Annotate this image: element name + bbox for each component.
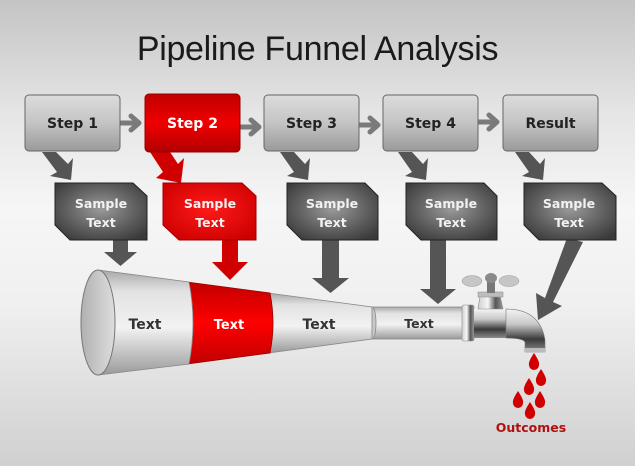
funnel-segment-4-label: Text <box>404 316 433 331</box>
step-1-label: Step 1 <box>47 116 98 132</box>
connector-arrow-1 <box>117 113 142 133</box>
outcomes-label: Outcomes <box>496 420 566 435</box>
funnel-segment-2-label: Text <box>214 318 245 333</box>
step-3-down-arrow <box>280 152 310 180</box>
callout-2: Sample Text <box>162 182 257 241</box>
callout-3-line1: Sample <box>306 196 358 211</box>
outcome-drops <box>512 353 547 419</box>
callout-2-line1: Sample <box>184 196 236 211</box>
callout-2-line2: Text <box>195 215 224 230</box>
funnel-segment-2: Text <box>186 281 274 365</box>
step-2-box[interactable]: Step 2 <box>144 93 241 153</box>
funnel-segment-1: Text <box>80 269 194 376</box>
drop-icon <box>524 402 536 419</box>
callout-2-arrow <box>212 240 248 280</box>
callout-4-line2: Text <box>436 215 465 230</box>
connector-arrow-3 <box>356 115 381 135</box>
funnel-segment-3: Text <box>267 292 373 354</box>
step-1-down-arrow <box>42 152 73 180</box>
connector-arrow-2 <box>237 117 262 137</box>
step-3-box[interactable]: Step 3 <box>263 94 360 152</box>
drop-icon <box>523 378 535 395</box>
step-1-box[interactable]: Step 1 <box>24 94 121 152</box>
step-3-label: Step 3 <box>286 116 337 132</box>
step-2-label: Step 2 <box>167 116 218 132</box>
callout-5-line2: Text <box>554 215 583 230</box>
drop-icon <box>534 391 546 408</box>
result-box[interactable]: Result <box>502 94 599 152</box>
result-down-arrow <box>515 152 545 180</box>
callout-1: Sample Text <box>54 182 148 241</box>
callout-5-line1: Sample <box>543 196 595 211</box>
funnel-segment-3-label: Text <box>303 317 336 333</box>
step-4-down-arrow <box>398 152 428 180</box>
callout-1-arrow <box>104 240 137 266</box>
drop-icon <box>535 369 547 386</box>
result-label: Result <box>525 116 575 132</box>
callout-5: Sample Text <box>523 182 617 241</box>
connector-arrow-4 <box>475 112 500 132</box>
drop-icon <box>512 391 524 408</box>
step-4-label: Step 4 <box>405 116 456 132</box>
funnel: Text Text Text Text <box>80 269 465 376</box>
callout-3: Sample Text <box>286 182 379 241</box>
callout-1-line2: Text <box>86 215 115 230</box>
callout-4: Sample Text <box>405 182 498 241</box>
callout-3-arrow <box>312 240 349 293</box>
callout-arrows <box>104 238 583 320</box>
funnel-segment-4: Text <box>367 306 465 340</box>
funnel-segment-1-label: Text <box>129 317 162 333</box>
faucet-icon <box>461 273 546 353</box>
step-down-arrows <box>42 152 545 183</box>
step-4-box[interactable]: Step 4 <box>382 94 479 152</box>
step-connectors <box>117 112 500 137</box>
page-title: Pipeline Funnel Analysis <box>136 30 499 68</box>
callout-4-arrow <box>420 240 456 304</box>
callout-3-line2: Text <box>317 215 346 230</box>
step-2-down-arrow <box>150 152 184 183</box>
callout-1-line1: Sample <box>75 196 127 211</box>
drop-icon <box>528 353 540 370</box>
callout-5-arrow <box>536 238 583 320</box>
callout-4-line1: Sample <box>425 196 477 211</box>
